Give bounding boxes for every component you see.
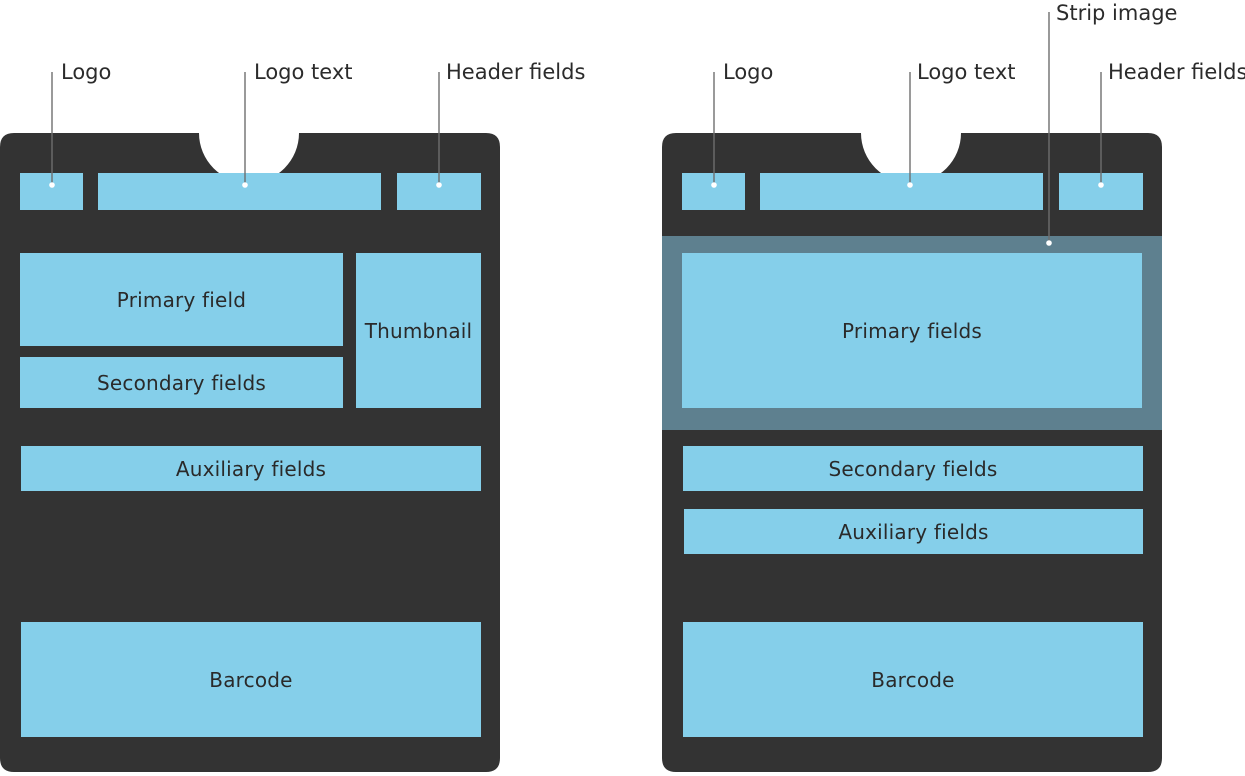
barcode-zone-left: Barcode: [21, 622, 481, 737]
callout-header-fields-left: Header fields: [446, 60, 586, 84]
pass-layout-strip: Logo Logo text Header fields Strip image…: [662, 0, 1245, 776]
callout-logo-text-left: Logo text: [254, 60, 353, 84]
callout-logo-right: Logo: [723, 60, 774, 84]
strip-image-leader-dot: [1046, 240, 1052, 246]
callout-header-fields-right: Header fields: [1108, 60, 1245, 84]
header-fields-leader-dot-right: [1098, 182, 1104, 188]
primary-fields-zone: Primary fields: [682, 253, 1142, 408]
callout-logo-left: Logo: [61, 60, 112, 84]
header-fields-leader-dot-left: [436, 182, 442, 188]
logo-leader-dot-left: [49, 182, 55, 188]
primary-field-zone: Primary field: [20, 253, 343, 346]
thumbnail-zone: Thumbnail: [356, 253, 481, 408]
secondary-fields-zone-right: Secondary fields: [683, 446, 1143, 491]
logo-leader-dot-right: [711, 182, 717, 188]
logo-text-leader-dot-left: [242, 182, 248, 188]
logo-text-leader-dot-right: [907, 182, 913, 188]
logo-text-box-left: [98, 173, 381, 210]
auxiliary-fields-zone-right: Auxiliary fields: [684, 509, 1143, 554]
callout-logo-text-right: Logo text: [917, 60, 1016, 84]
pass-layout-thumbnail: Logo Logo text Header fields Primary fie…: [0, 0, 585, 776]
callout-strip-image: Strip image: [1056, 1, 1178, 25]
logo-text-box-right: [760, 173, 1043, 210]
auxiliary-fields-zone-left: Auxiliary fields: [21, 446, 481, 491]
barcode-zone-right: Barcode: [683, 622, 1143, 737]
secondary-fields-zone-left: Secondary fields: [20, 357, 343, 408]
